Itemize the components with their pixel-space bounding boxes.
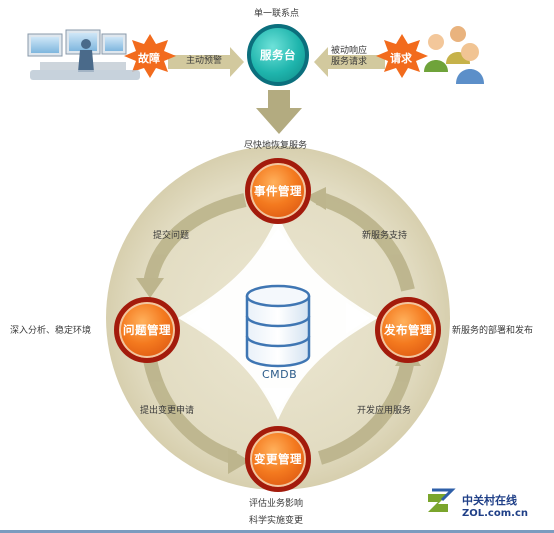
change-management-label: 变更管理 [254, 452, 302, 466]
arrow-fault-to-desk [168, 47, 244, 77]
request-label: 请求 [390, 52, 412, 65]
zol-logo-text-cn: 中关村在线 [462, 494, 517, 507]
arrow-change-to-release [317, 358, 415, 465]
change-management-node[interactable]: 变更管理 [245, 426, 311, 492]
submit-change-request-label: 提出变更申请 [140, 406, 195, 416]
incident-management-node[interactable]: 事件管理 [245, 158, 311, 224]
incident-management-label: 事件管理 [254, 184, 302, 198]
release-management-label: 发布管理 [384, 323, 432, 337]
service-request-label: 服务请求 [331, 57, 368, 67]
new-service-deploy-label: 新服务的部署和发布 [452, 326, 534, 336]
people-group-icon [424, 26, 484, 84]
database-icon [245, 284, 311, 368]
problem-management-label: 问题管理 [123, 323, 171, 337]
arrowhead-problem [136, 278, 164, 298]
single-contact-label: 单一联系点 [254, 9, 300, 19]
zol-logo-icon [428, 488, 456, 512]
arrow-release-to-incident [315, 191, 415, 292]
computer-workstation-icon [27, 29, 140, 80]
passive-response-label: 被动响应 [331, 46, 368, 56]
arrowhead-incident [305, 187, 326, 210]
wedge-to-problem [186, 302, 210, 334]
submit-problem-label: 提交问题 [153, 231, 190, 241]
release-management-node[interactable]: 发布管理 [375, 297, 441, 363]
implement-change-label: 科学实施变更 [249, 516, 304, 526]
arrow-desk-down [256, 90, 302, 134]
deep-analysis-label: 深入分析、稳定环境 [10, 326, 92, 336]
arrowhead-change [228, 448, 250, 474]
cmdb-label: CMDB [262, 368, 298, 381]
proactive-warning-label: 主动预警 [186, 56, 223, 66]
service-desk-node[interactable]: 服务台 [247, 24, 309, 86]
develop-application-service-label: 开发应用服务 [357, 406, 412, 416]
wedge-to-change [262, 388, 294, 410]
assess-impact-label: 评估业务影响 [249, 499, 304, 509]
fault-label: 故障 [138, 52, 160, 65]
new-service-support-label: 新服务支持 [362, 231, 408, 241]
arrow-problem-to-change [143, 358, 238, 465]
restore-service-label: 尽快地恢复服务 [244, 141, 308, 151]
footer-divider [0, 530, 554, 533]
zol-logo-text-en: ZOL.com.cn [462, 508, 528, 519]
wedge-to-incident [262, 228, 294, 250]
problem-management-node[interactable]: 问题管理 [114, 297, 180, 363]
fault-burst [124, 34, 176, 78]
arrow-incident-to-problem [143, 193, 247, 286]
request-burst [376, 34, 428, 78]
arrow-request-to-desk [314, 47, 385, 77]
service-desk-label: 服务台 [260, 48, 296, 62]
wedge-to-release [346, 302, 370, 334]
